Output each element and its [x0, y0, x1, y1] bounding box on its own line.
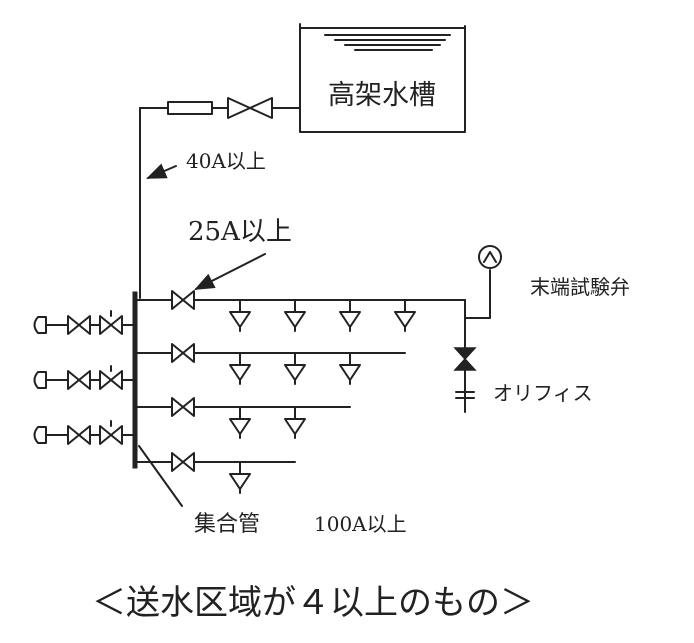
branch-25a-arrow [194, 253, 266, 290]
sprinkler-head-icon [284, 364, 306, 381]
sprinkler-head-icon [284, 418, 306, 435]
sprinkler-head-icon [229, 473, 251, 490]
branch-valve [171, 290, 184, 310]
test-valve-label: 末端試験弁 [530, 275, 630, 299]
inlet-gate-valve [67, 370, 80, 390]
header-leader-line [138, 445, 183, 507]
sprinkler-head-icon [394, 311, 416, 328]
fire-dept-connection-icon [33, 316, 47, 334]
sprinkler-head-icon [229, 418, 251, 435]
fire-dept-connection-icon [33, 371, 47, 389]
inlet-check-valve [99, 315, 112, 335]
branch-valve [171, 452, 184, 472]
branches-and-inlets [33, 290, 466, 494]
sprinkler-head-icon [339, 364, 361, 381]
branch-25a-label: 25A以上 [188, 217, 292, 247]
branch-valve [171, 343, 184, 363]
elevated-tank: 高架水槽 [299, 23, 466, 133]
fire-dept-connection-icon [33, 426, 47, 444]
pressure-gauge-icon [478, 245, 502, 269]
header-size-label: 100A以上 [314, 512, 407, 536]
orifice-label: オリフィス [493, 381, 593, 405]
inlet-check-valve [99, 425, 112, 445]
tank-label: 高架水槽 [328, 80, 436, 111]
inlet-gate-valve [78, 370, 91, 390]
pipe-40a-label: 40A以上 [186, 149, 266, 173]
branch-valve [182, 343, 195, 363]
diagram-caption: ＜送水区域が４以上のもの＞ [92, 583, 534, 623]
pipe-40a-arrow [146, 163, 177, 179]
pressure-gauge-needle [483, 251, 497, 263]
branch-valve [171, 397, 184, 417]
inlet-check-valve [99, 370, 112, 390]
inlet-check-valve [110, 315, 123, 335]
sprinkler-head-icon [339, 311, 361, 328]
branch-valve [182, 452, 195, 472]
test-valve-half [453, 347, 477, 361]
inlet-gate-valve [78, 425, 91, 445]
header-label: 集合管 [194, 512, 260, 537]
sprinkler-head-icon [229, 364, 251, 381]
pressure-gauge-pipe [464, 269, 491, 319]
end-test-assembly: 末端試験弁 オリフィス [453, 245, 630, 413]
inlet-gate-valve [67, 425, 80, 445]
strainer [167, 101, 213, 115]
sprinkler-head-icon [229, 311, 251, 328]
branch-valve [182, 290, 195, 310]
test-valve-half [453, 357, 477, 371]
branch-valve [182, 397, 195, 417]
inlet-gate-valve [67, 315, 80, 335]
tank-outline [299, 23, 466, 133]
inlet-gate-valve [78, 315, 91, 335]
valve-half [227, 97, 251, 119]
inlet-check-valve [110, 370, 123, 390]
sprinkler-head-icon [284, 311, 306, 328]
inlet-check-valve [110, 425, 123, 445]
valve-half [249, 97, 273, 119]
tank-gate-valve [227, 97, 273, 119]
